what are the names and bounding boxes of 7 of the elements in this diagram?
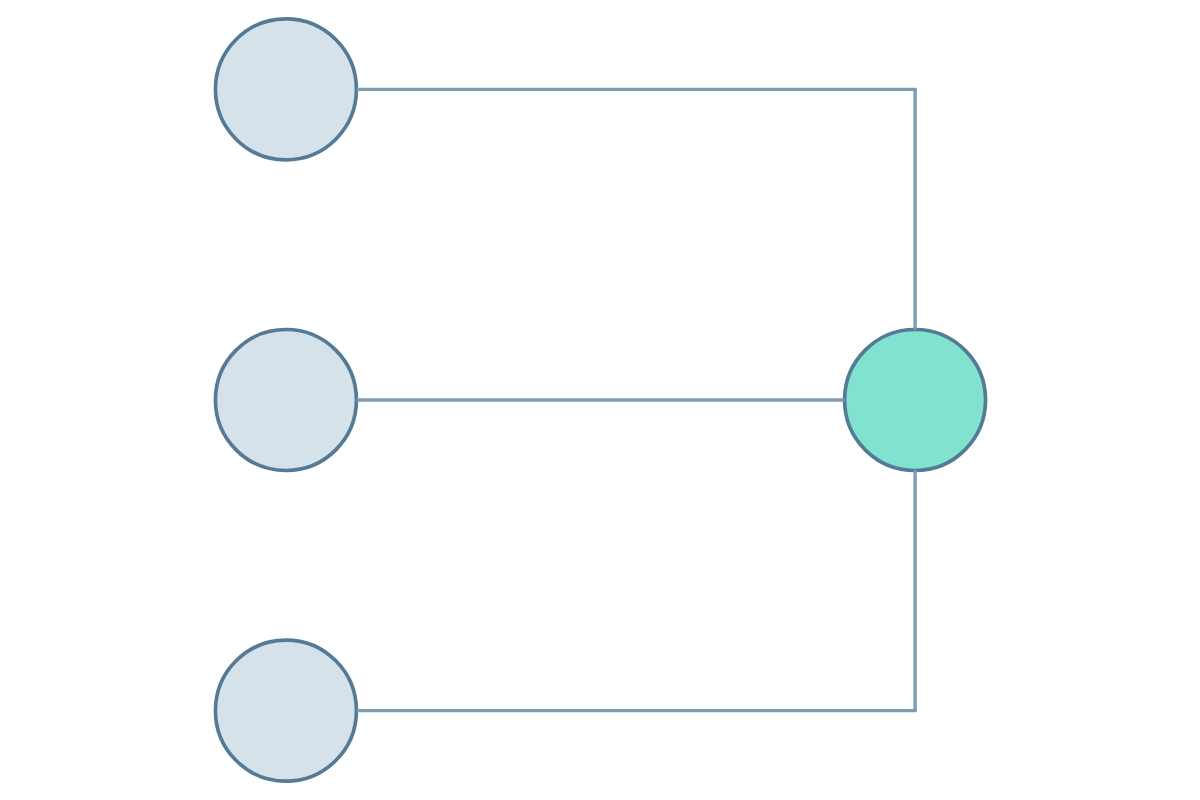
node-circle xyxy=(213,327,358,473)
node-circle xyxy=(213,638,358,783)
connector xyxy=(356,87,917,330)
connector xyxy=(356,470,917,713)
node-circle xyxy=(842,327,987,473)
connector xyxy=(356,398,844,402)
node-circle xyxy=(213,17,358,162)
